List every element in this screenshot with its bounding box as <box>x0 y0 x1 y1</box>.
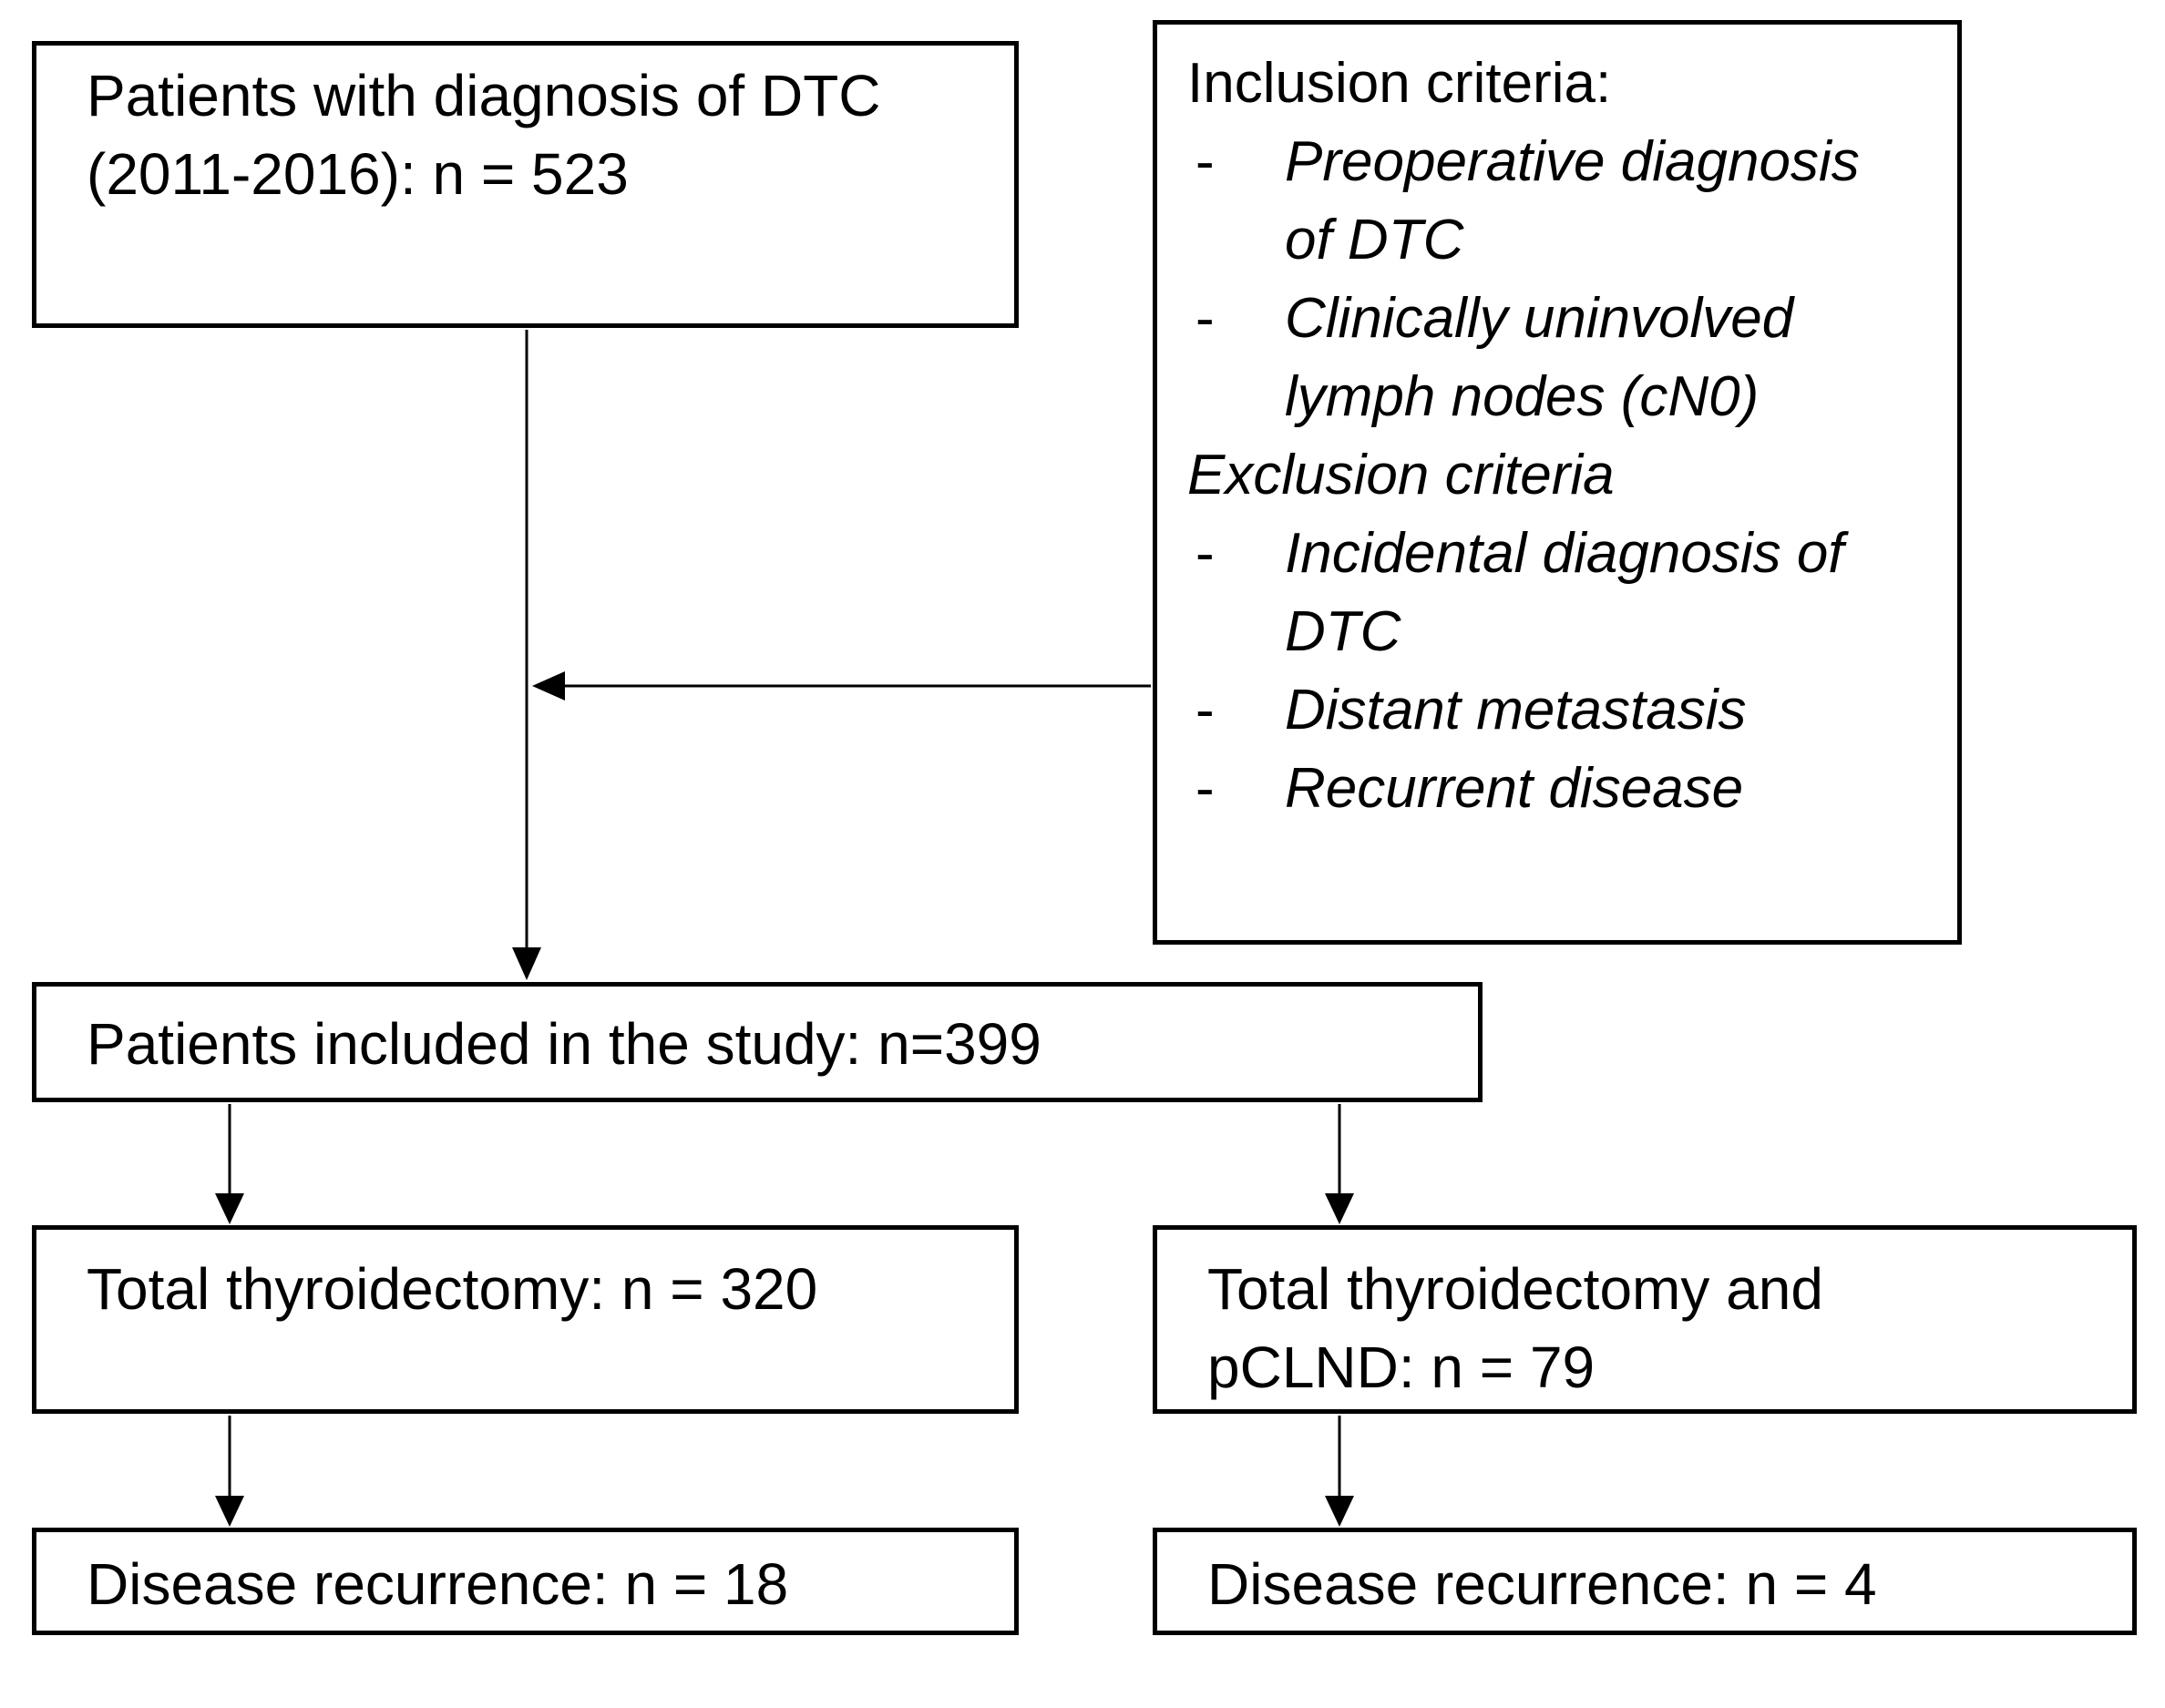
arrow-tt-to-recurrence <box>215 1416 244 1527</box>
arrow-included-to-tt <box>215 1104 244 1224</box>
box-tt-pclnd: Total thyroidectomy and pCLND: n = 79 <box>1153 1225 2137 1414</box>
inclusion-item: - Clinically uninvolved lymph nodes (cN0… <box>1157 280 1957 436</box>
criteria-line: Recurrent disease <box>1285 757 1744 820</box>
arrow-tt-pclnd-to-recurrence <box>1325 1416 1354 1527</box>
exclusion-item: - Incidental diagnosis of DTC <box>1157 515 1957 671</box>
bullet-dash: - <box>1195 679 1215 741</box>
box-included: Patients included in the study: n=399 <box>32 982 1483 1102</box>
bullet-dash: - <box>1195 757 1215 820</box>
criteria-line: of DTC <box>1285 209 1464 271</box>
arrow-initial-to-included <box>512 330 541 980</box>
criteria-line: lymph nodes (cN0) <box>1285 365 1760 428</box>
box-criteria: Inclusion criteria: - Preoperative diagn… <box>1153 20 1962 945</box>
arrow-included-to-tt-pclnd <box>1325 1104 1354 1224</box>
exclusion-item-text: Distant metastasis <box>1285 671 1747 750</box>
bullet-dash: - <box>1195 522 1215 585</box>
exclusion-item: - Recurrent disease <box>1157 750 1957 828</box>
box-tt-pclnd-line: pCLND: n = 79 <box>1207 1335 1596 1400</box>
inclusion-item: - Preoperative diagnosis of DTC <box>1157 123 1957 280</box>
criteria-line: Distant metastasis <box>1285 679 1747 741</box>
box-disease-recurrence-tt-line: Disease recurrence: n = 18 <box>87 1551 789 1617</box>
exclusion-criteria-heading: Exclusion criteria <box>1187 444 1615 506</box>
bullet-dash: - <box>1195 287 1215 350</box>
box-total-thyroidectomy-line: Total thyroidectomy: n = 320 <box>87 1256 818 1322</box>
exclusion-item: - Distant metastasis <box>1157 671 1957 750</box>
box-disease-recurrence-pclnd-line: Disease recurrence: n = 4 <box>1207 1551 1877 1617</box>
box-patients-dtc-line: (2011-2016): n = 523 <box>87 141 629 207</box>
inclusion-item-text: Preoperative diagnosis of DTC <box>1285 123 1860 280</box>
exclusion-item-text: Incidental diagnosis of DTC <box>1285 515 1844 671</box>
criteria-line: Preoperative diagnosis <box>1285 130 1860 193</box>
arrow-criteria-to-flow <box>532 671 1151 701</box>
box-tt-pclnd-line: Total thyroidectomy and <box>1207 1256 1823 1322</box>
exclusion-item-text: Recurrent disease <box>1285 750 1743 828</box>
box-disease-recurrence-tt: Disease recurrence: n = 18 <box>32 1528 1019 1635</box>
box-total-thyroidectomy: Total thyroidectomy: n = 320 <box>32 1225 1019 1414</box>
criteria-line: DTC <box>1285 600 1401 663</box>
inclusion-criteria-heading: Inclusion criteria: <box>1187 52 1612 115</box>
box-disease-recurrence-pclnd: Disease recurrence: n = 4 <box>1153 1528 2137 1635</box>
box-patients-dtc-line: Patients with diagnosis of DTC <box>87 63 881 128</box>
criteria-line: Clinically uninvolved <box>1285 287 1794 350</box>
bullet-dash: - <box>1195 130 1215 193</box>
inclusion-item-text: Clinically uninvolved lymph nodes (cN0) <box>1285 280 1793 436</box>
criteria-line: Incidental diagnosis of <box>1285 522 1844 585</box>
box-patients-dtc: Patients with diagnosis of DTC (2011-201… <box>32 41 1019 328</box>
box-included-line: Patients included in the study: n=399 <box>87 1011 1041 1077</box>
